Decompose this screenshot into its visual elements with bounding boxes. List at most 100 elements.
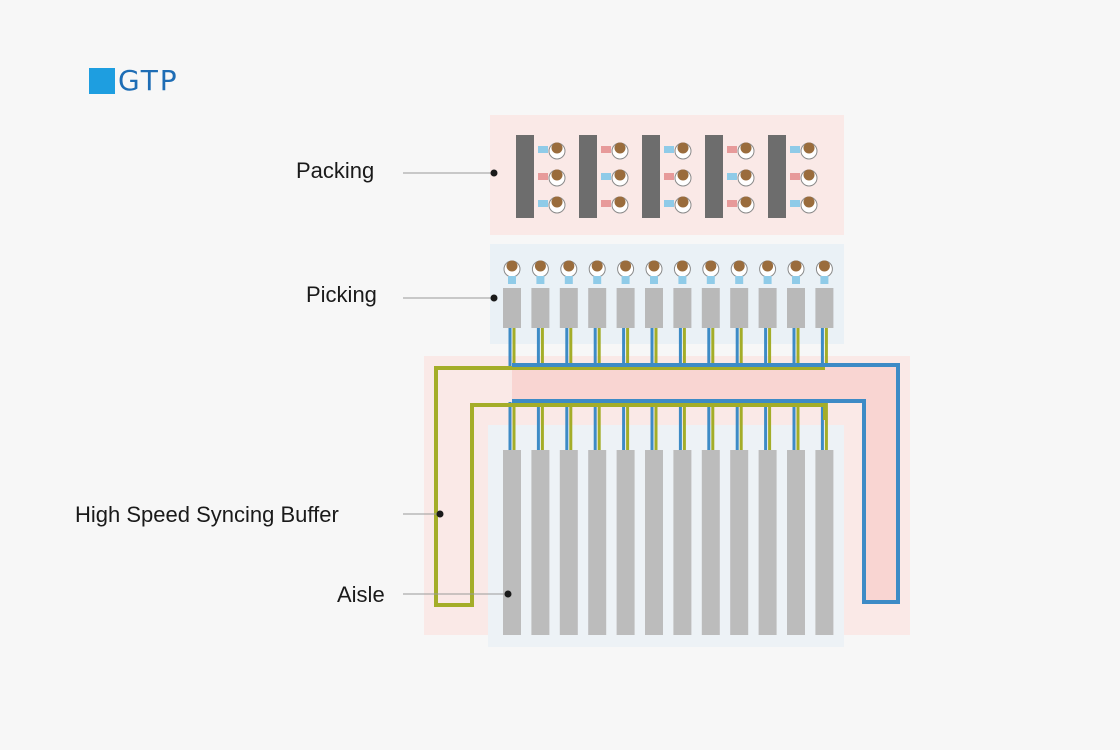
picking-port	[815, 288, 834, 328]
aisle-rack	[616, 450, 635, 635]
worker-head	[803, 169, 815, 181]
picking-port	[673, 288, 692, 328]
aisle-rack	[701, 450, 720, 635]
worker-head	[506, 260, 518, 272]
aisle-rack	[673, 450, 692, 635]
leader-dot	[504, 590, 512, 598]
packing-worker	[800, 169, 818, 187]
picking-box	[792, 276, 800, 284]
packing-box	[601, 173, 611, 180]
packing-worker	[548, 196, 566, 214]
aisle-rack	[503, 450, 521, 635]
worker-head	[677, 142, 689, 154]
logo-square-icon	[89, 68, 115, 94]
picking-port	[645, 288, 663, 328]
packing-worker	[674, 196, 692, 214]
packing-worker	[800, 142, 818, 160]
picking-port	[758, 288, 777, 328]
aisle-rack	[559, 450, 578, 635]
aisle-rack	[588, 450, 607, 635]
worker-head	[534, 260, 546, 272]
packing-station-bar	[705, 135, 723, 218]
packing-box	[664, 173, 674, 180]
label-picking: Picking	[306, 282, 377, 307]
packing-box	[790, 200, 800, 207]
picking-worker	[503, 260, 521, 278]
picking-port	[559, 288, 578, 328]
aisle-rack	[787, 450, 805, 635]
packing-station-bar	[579, 135, 597, 218]
picking-worker	[787, 260, 805, 278]
packing-worker	[737, 169, 755, 187]
worker-head	[620, 260, 632, 272]
worker-head	[677, 196, 689, 208]
picking-box	[508, 276, 516, 284]
picking-worker	[759, 260, 777, 278]
picking-box	[735, 276, 744, 284]
packing-box	[538, 173, 548, 180]
label-packing: Packing	[296, 158, 375, 183]
picking-box	[536, 276, 545, 284]
worker-head	[551, 196, 563, 208]
picking-ports	[503, 260, 834, 328]
packing-box	[601, 146, 611, 153]
worker-head	[740, 169, 752, 181]
packing-worker	[674, 142, 692, 160]
picking-worker	[702, 260, 720, 278]
packing-worker	[548, 169, 566, 187]
leader-dot	[436, 510, 444, 518]
packing-station-bar	[516, 135, 534, 218]
worker-head	[740, 142, 752, 154]
worker-head	[648, 260, 660, 272]
picking-box	[564, 276, 573, 284]
worker-head	[705, 260, 717, 272]
picking-box	[621, 276, 630, 284]
picking-worker	[617, 260, 635, 278]
brand-logo: GTP	[89, 66, 179, 96]
packing-worker	[611, 142, 629, 160]
buffer-loop-green	[434, 366, 827, 607]
packing-box	[790, 146, 800, 153]
worker-head	[591, 260, 603, 272]
worker-head	[803, 196, 815, 208]
packing-stations	[516, 135, 818, 218]
buffer-loop-blue	[512, 363, 900, 604]
picking-port	[588, 288, 607, 328]
picking-worker	[673, 260, 691, 278]
picking-port	[616, 288, 635, 328]
aisle-rack	[758, 450, 777, 635]
worker-head	[762, 260, 774, 272]
packing-box	[538, 146, 548, 153]
packing-box	[538, 200, 548, 207]
worker-head	[677, 169, 689, 181]
aisle-rack	[645, 450, 663, 635]
packing-worker	[800, 196, 818, 214]
label-buffer: High Speed Syncing Buffer	[75, 502, 339, 527]
label-aisle: Aisle	[337, 582, 385, 607]
buffer-highlight-vertical	[862, 363, 900, 603]
picking-box	[650, 276, 658, 284]
packing-worker	[611, 196, 629, 214]
picking-worker	[560, 260, 578, 278]
packing-box	[664, 200, 674, 207]
worker-head	[803, 142, 815, 154]
picking-box	[706, 276, 715, 284]
aisle-rack	[730, 450, 749, 635]
worker-head	[563, 260, 575, 272]
label-leaders	[403, 169, 512, 598]
picking-worker	[730, 260, 748, 278]
worker-head	[733, 260, 745, 272]
packing-worker	[737, 142, 755, 160]
worker-head	[614, 169, 626, 181]
picking-port	[730, 288, 749, 328]
packing-box	[601, 200, 611, 207]
picking-worker	[645, 260, 663, 278]
packing-box	[790, 173, 800, 180]
packing-box	[664, 146, 674, 153]
picking-box	[820, 276, 829, 284]
logo-text: GTP	[118, 64, 179, 97]
aisle-rack	[815, 450, 834, 635]
picking-worker	[531, 260, 549, 278]
aisle-rack	[531, 450, 550, 635]
packing-station-bar	[642, 135, 660, 218]
